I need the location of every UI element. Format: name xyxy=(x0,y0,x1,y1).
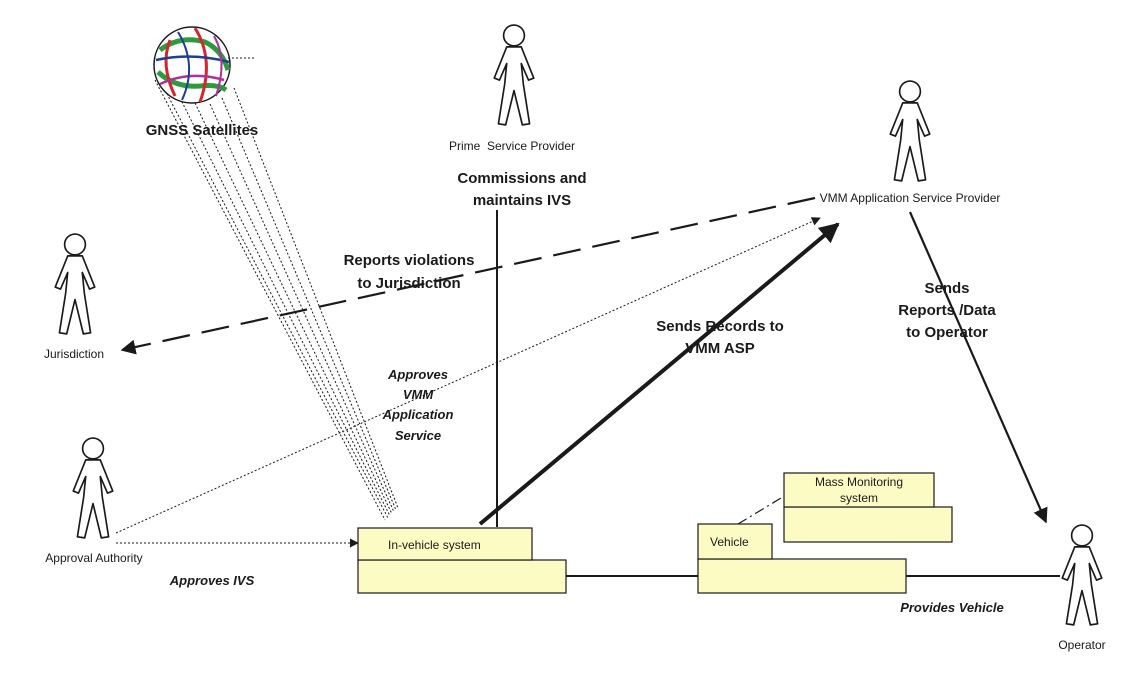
sends-reports-arrow xyxy=(908,211,1048,524)
person-icon xyxy=(54,233,96,335)
actor-label-operator: Operator xyxy=(1058,638,1105,652)
mass-monitoring-link xyxy=(737,494,787,525)
component-vehicle: Vehicle xyxy=(697,523,907,594)
actor-vmm-asp: VMM Application Service Provider xyxy=(820,80,1001,205)
flow-label-sends-reports-2: Reports /Data xyxy=(898,302,996,319)
flow-label-sends-reports-1: Sends xyxy=(924,280,969,297)
approves-vmm-arrow xyxy=(115,217,821,534)
flow-label-approves-vmm-1: Approves xyxy=(387,367,448,382)
flow-label-reports-violations-1: Reports violations xyxy=(344,252,475,269)
person-icon xyxy=(889,80,931,182)
flow-label-sends-reports-3: to Operator xyxy=(906,324,988,341)
actor-prime-service-provider: Prime Service Provider xyxy=(449,24,575,153)
flow-label-provides-vehicle: Provides Vehicle xyxy=(900,600,1004,615)
actor-jurisdiction: Jurisdiction xyxy=(44,233,104,361)
component-in-vehicle-system: In-vehicle system xyxy=(357,527,567,594)
flow-label-sends-records-1: Sends Records to xyxy=(656,318,784,335)
actor-label-vmm-asp: VMM Application Service Provider xyxy=(820,191,1001,205)
gnss-signal-lines xyxy=(154,79,399,521)
component-label-in-vehicle-system: In-vehicle system xyxy=(388,538,481,552)
actor-label-approval-authority: Approval Authority xyxy=(45,551,142,565)
flow-label-reports-violations-2: to Jurisdiction xyxy=(357,275,460,292)
person-icon xyxy=(72,437,114,539)
actor-operator: Operator xyxy=(1058,524,1106,652)
actor-approval-authority: Approval Authority xyxy=(45,437,143,565)
flow-label-approves-vmm-2: VMM xyxy=(403,387,435,402)
globe-icon xyxy=(153,26,256,104)
person-icon xyxy=(1061,524,1103,626)
flow-label-commissions-1: Commissions and xyxy=(457,170,586,187)
component-label-mass-monitoring-1: Mass Monitoring xyxy=(815,475,903,489)
actor-label-jurisdiction: Jurisdiction xyxy=(44,347,104,361)
flow-label-commissions-2: maintains IVS xyxy=(473,192,571,209)
actor-label-prime-service-provider: Prime Service Provider xyxy=(449,139,575,153)
component-label-vehicle: Vehicle xyxy=(710,535,749,549)
gnss-satellites-label: GNSS Satellites xyxy=(146,122,259,139)
person-icon xyxy=(493,24,535,126)
flow-label-approves-ivs: Approves IVS xyxy=(169,573,255,588)
flow-label-approves-vmm-3: Application xyxy=(382,407,454,422)
component-label-mass-monitoring-2: system xyxy=(840,491,878,505)
sends-records-arrow xyxy=(478,222,840,526)
flow-label-approves-vmm-4: Service xyxy=(395,428,441,443)
flow-label-sends-records-2: VMM ASP xyxy=(685,340,754,357)
component-mass-monitoring: Mass Monitoring system xyxy=(783,472,953,543)
